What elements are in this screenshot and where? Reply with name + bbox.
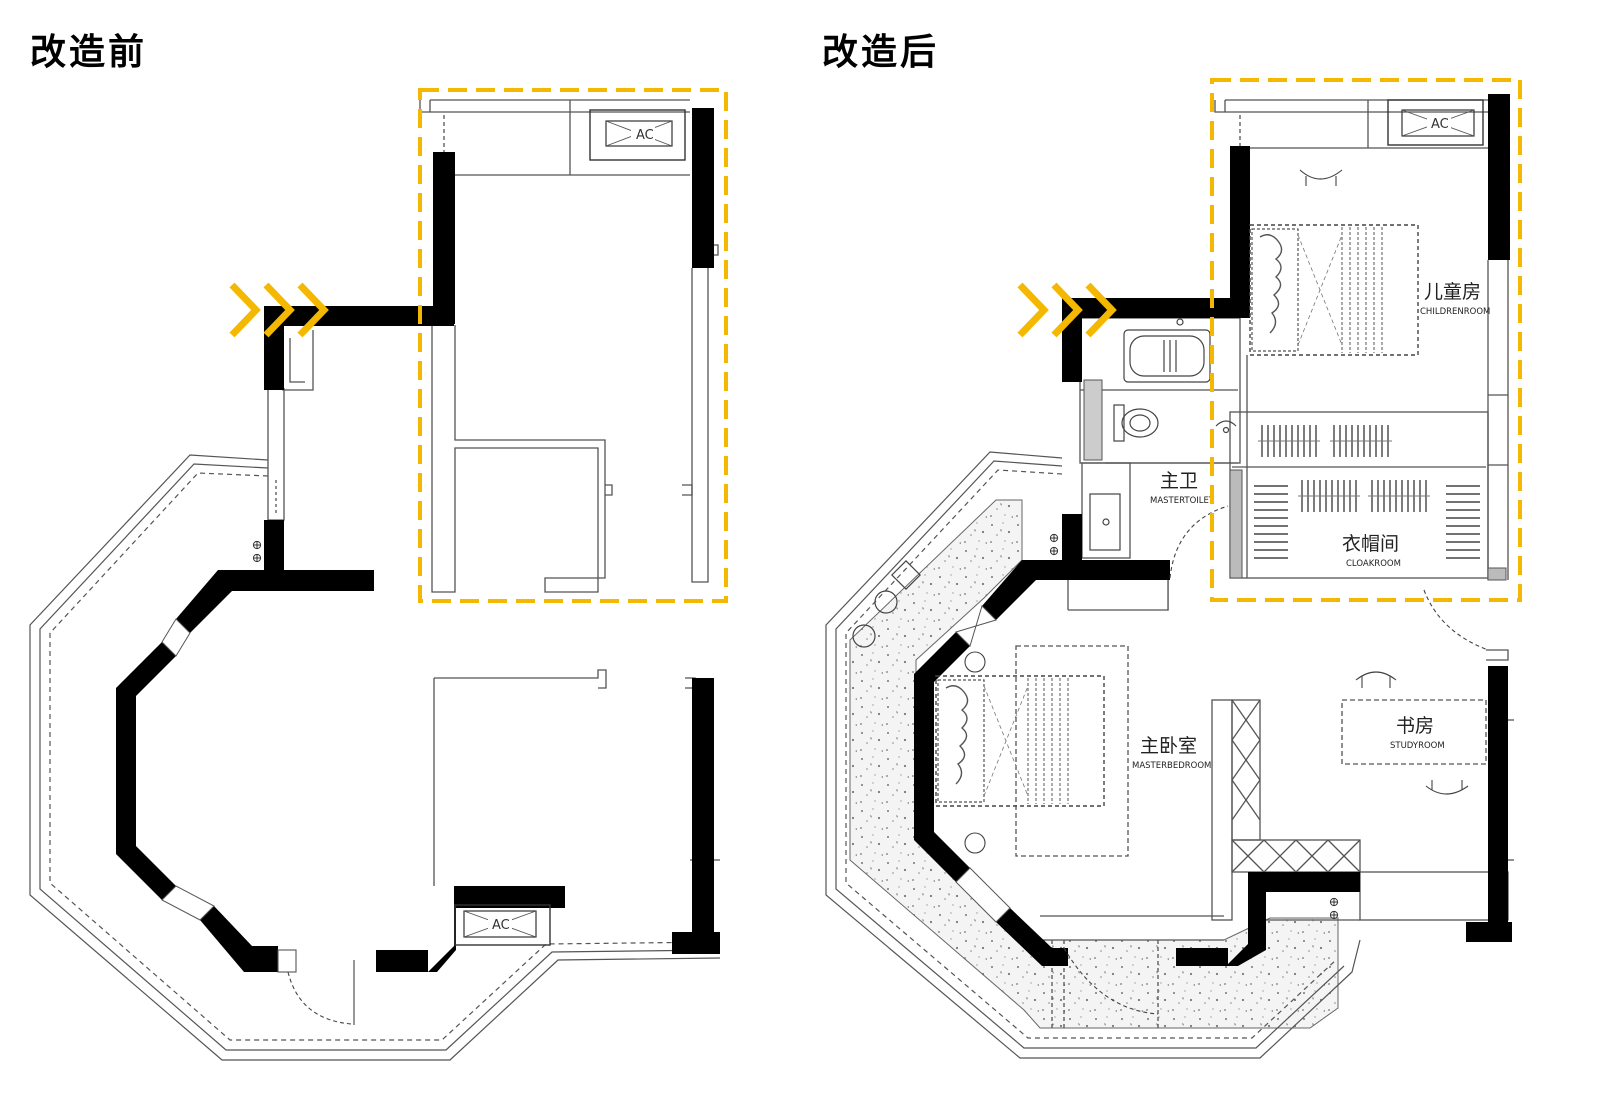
room-name-en: MASTERTOILET <box>1150 496 1215 506</box>
renovation-area-highlight <box>418 88 728 603</box>
room-label-master-bedroom: 主卧室 MASTERBEDROOM <box>1132 735 1211 771</box>
thin-walls-after <box>1015 99 1514 1028</box>
room-label-cloakroom: 衣帽间 CLOAKROOM <box>1342 533 1401 569</box>
heading-after: 改造后 <box>822 32 939 73</box>
thin-walls-before <box>267 99 720 886</box>
room-name-en: CLOAKROOM <box>1346 559 1401 569</box>
room-label-master-toilet: 主卫 MASTERTOILET <box>1150 470 1215 506</box>
outlet-icon <box>1049 533 1339 920</box>
ac-label: AC <box>492 918 510 933</box>
plan-after: AC <box>825 78 1522 1059</box>
windows-before <box>161 618 215 921</box>
double-bed-icon <box>935 675 1105 807</box>
ac-unit-icon: AC <box>589 109 686 161</box>
room-name-en: STUDYROOM <box>1390 741 1445 751</box>
ac-label: AC <box>1431 117 1449 132</box>
entrance-arrow-icon <box>1017 282 1117 338</box>
chair-icon <box>964 169 1469 854</box>
door-swing-icon <box>1063 505 1489 1015</box>
balcony-outline-before <box>29 454 721 1061</box>
planter-icon <box>852 560 921 648</box>
double-bed-icon <box>1249 224 1419 356</box>
balcony-outline-after <box>825 451 1361 1059</box>
heading-before: 改造前 <box>30 32 147 73</box>
room-name-cn: 儿童房 <box>1424 281 1481 303</box>
room-label-children: 儿童房 CHILDRENROOM <box>1420 281 1490 317</box>
entrance-arrow-icon <box>229 282 329 338</box>
room-name-cn: 书房 <box>1396 715 1434 737</box>
wardrobe-side-panel <box>1083 379 1507 581</box>
windows-after <box>955 605 1011 923</box>
toilet-icon <box>1113 404 1159 442</box>
room-name-en: MASTERBEDROOM <box>1132 761 1211 771</box>
outlet-icon <box>252 540 262 563</box>
door-swing-icon <box>277 949 355 1025</box>
ac-unit-icon: AC <box>1387 99 1484 146</box>
room-name-cn: 主卫 <box>1160 470 1198 492</box>
renovation-area-highlight <box>1210 78 1522 602</box>
room-name-en: CHILDRENROOM <box>1420 307 1490 317</box>
sink-icon <box>1089 420 1237 551</box>
room-name-cn: 衣帽间 <box>1342 533 1399 555</box>
plan-before: AC AC <box>29 88 728 1061</box>
thick-walls-before <box>116 108 720 972</box>
ac-label: AC <box>636 128 654 143</box>
wardrobe-icon <box>1254 424 1480 559</box>
room-label-study: 书房 STUDYROOM <box>1390 715 1445 751</box>
bathtub-icon <box>1123 318 1211 383</box>
ac-unit-icon: AC <box>454 904 551 946</box>
room-name-cn: 主卧室 <box>1140 735 1197 757</box>
